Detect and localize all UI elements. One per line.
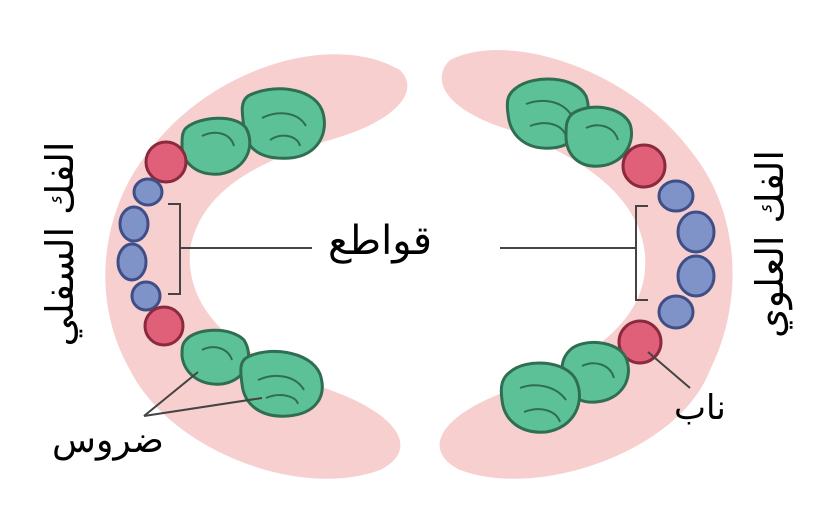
lower-incisor-1	[132, 177, 164, 207]
lower-jaw-label: الفك السفلي	[38, 141, 82, 347]
upper-incisor-4	[657, 294, 695, 330]
lower-canine-bottom	[143, 305, 185, 347]
upper-incisor-3	[676, 254, 716, 298]
molars-leaders	[143, 371, 263, 417]
lower-molar-1	[240, 87, 326, 160]
lower-molar-2	[239, 350, 324, 418]
lower-premolar-2	[180, 328, 251, 386]
incisors-bracket-right	[500, 205, 648, 301]
upper-incisor-1	[657, 179, 695, 213]
upper-incisor-2	[676, 210, 716, 254]
lower-incisor-3	[116, 242, 148, 282]
molars-label: ضروس	[52, 420, 164, 461]
incisors-label: قواطع	[328, 218, 433, 264]
upper-canine-top	[621, 143, 667, 189]
upper-jaw-label: الفك العلوي	[748, 150, 792, 338]
upper-premolar-1	[564, 105, 633, 168]
lower-incisor-2	[118, 205, 150, 243]
upper-molar-2	[499, 361, 581, 434]
upper-canine-bottom	[617, 319, 663, 365]
lower-premolar-1	[180, 116, 252, 176]
lower-canine-top	[144, 140, 188, 184]
incisors-bracket-left	[168, 203, 312, 295]
canine-label: ناب	[674, 388, 726, 428]
lower-incisor-4	[130, 280, 162, 312]
canine-leader	[647, 351, 691, 389]
